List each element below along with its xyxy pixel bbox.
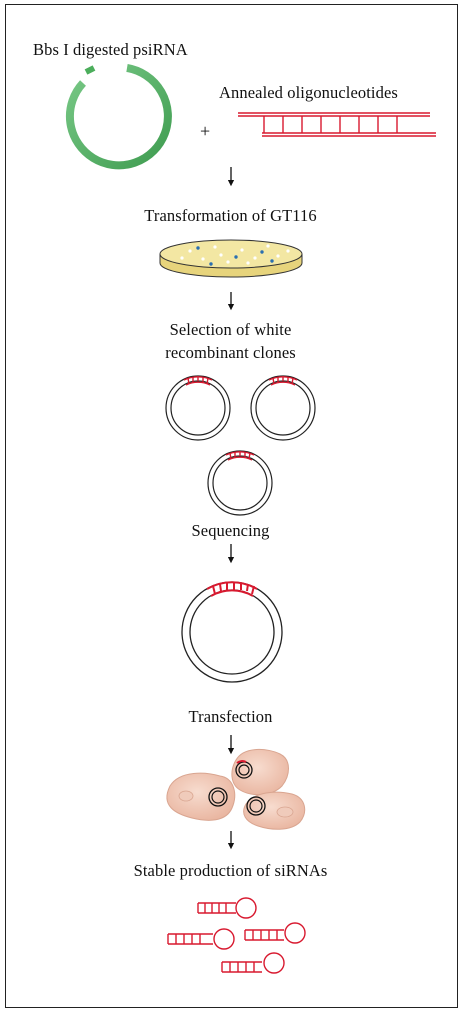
oligo-label: Annealed oligonucleotides [219, 83, 398, 102]
selection-label-line2: recombinant clones [165, 343, 296, 362]
plasmid-icon [181, 581, 283, 683]
open-plasmid-icon [65, 64, 172, 170]
cell-icon [166, 749, 306, 830]
figure-frame [5, 4, 458, 1008]
petri-dish-icon [159, 239, 303, 278]
plus-sign: + [200, 121, 211, 141]
plasmid-insert-icon [183, 376, 298, 461]
transformation-label: Transformation of GT116 [144, 206, 317, 225]
duplex-oligo-icon [238, 112, 436, 137]
plasmid-icon [165, 375, 316, 516]
sequencing-label: Sequencing [191, 521, 270, 540]
selection-label-line1: Selection of white [169, 320, 292, 339]
vector-label: Bbs I digested psiRNA [33, 40, 188, 59]
transfection-label: Transfection [188, 707, 273, 726]
production-label: Stable production of siRNAs [133, 861, 328, 880]
hairpin-sirna-icon [167, 897, 306, 974]
